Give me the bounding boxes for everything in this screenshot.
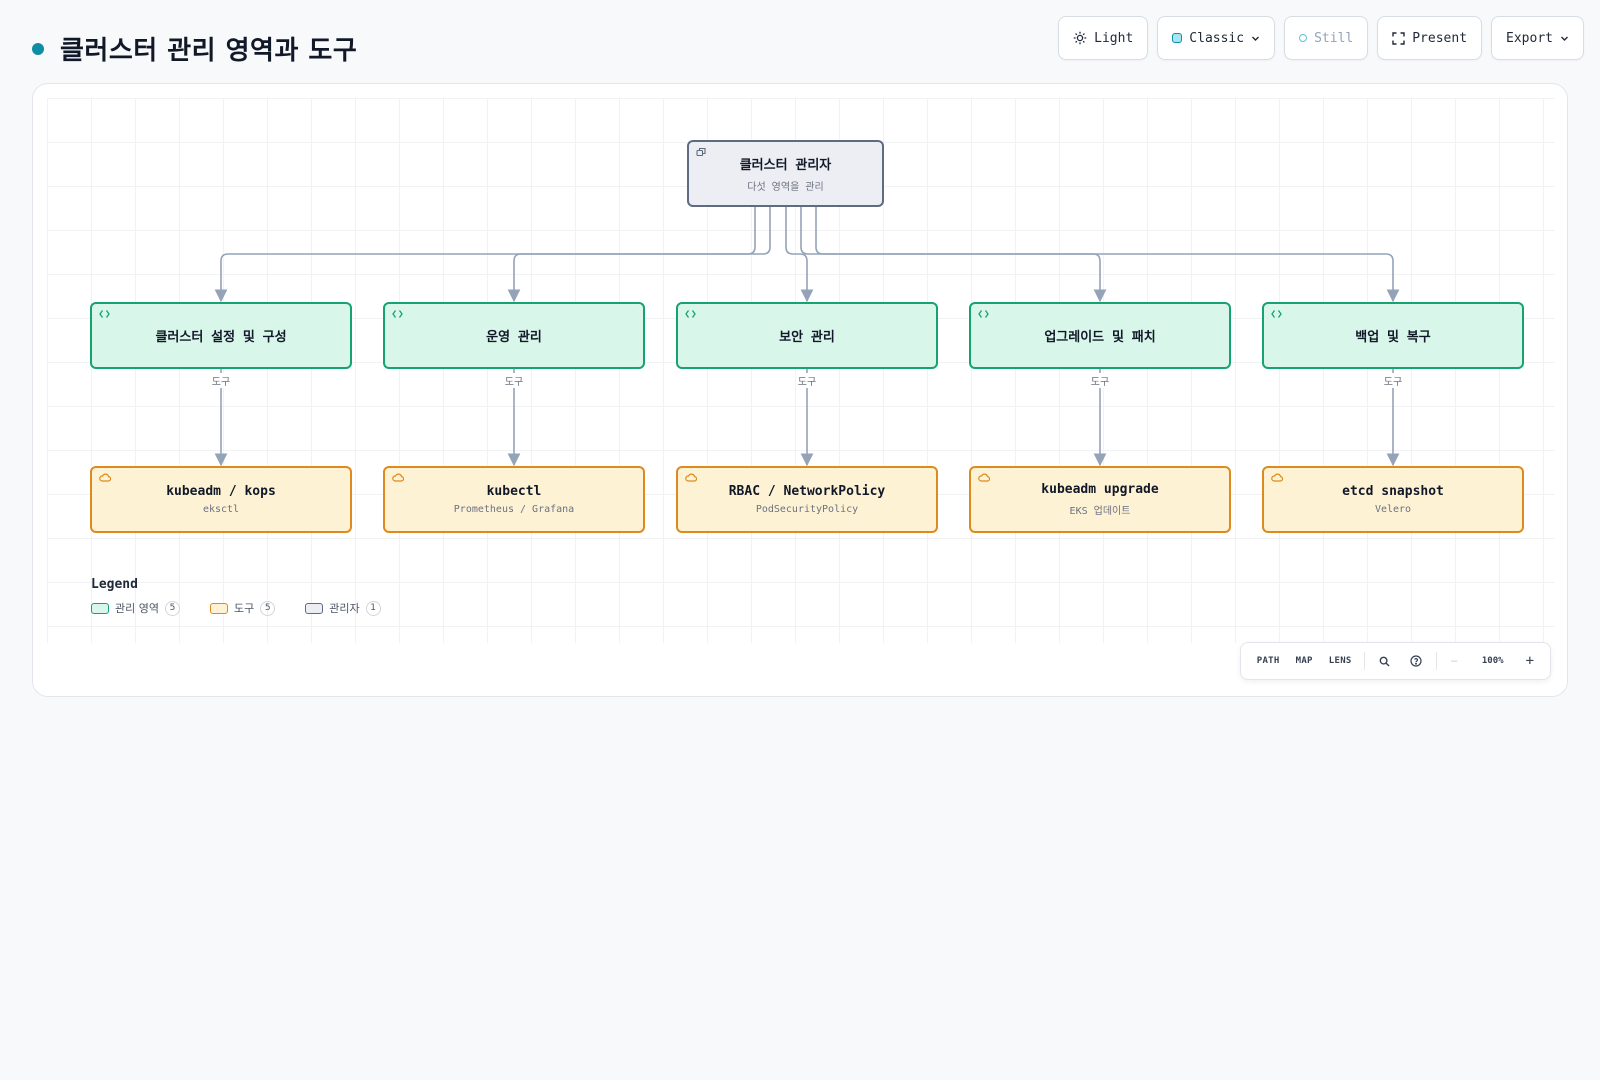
node-label: 클러스터 관리자 (739, 158, 832, 173)
edge-root-domain-3 (785, 207, 814, 303)
node-sublabel: 다섯 영역을 관리 (747, 182, 824, 193)
legend-title: Legend (91, 577, 138, 592)
node-sublabel: PodSecurityPolicy (755, 504, 859, 515)
users-icon (696, 147, 706, 157)
cloud-icon (99, 473, 111, 482)
divider (1363, 652, 1365, 670)
status-dot (32, 42, 44, 55)
root-node[interactable]: 클러스터 관리자 다섯 영역을 관리 (687, 140, 884, 207)
domain-node[interactable]: 보안 관리 (676, 302, 938, 369)
page-title: 클러스터 관리 영역과 도구 (60, 36, 358, 66)
node-sublabel: Prometheus / Grafana (453, 504, 575, 515)
legend: Legend 관리 영역 5 도구 5 관리자 1 (91, 577, 381, 616)
export-dropdown[interactable]: Export (1491, 16, 1584, 60)
domain-node[interactable]: 클러스터 설정 및 구성 (90, 302, 352, 369)
node-label: etcd snapshot (1342, 484, 1444, 499)
circle-icon (1299, 34, 1308, 42)
node-label: 클러스터 설정 및 구성 (155, 330, 287, 345)
search-icon[interactable] (1369, 656, 1400, 667)
domain-node[interactable]: 운영 관리 (383, 302, 645, 369)
legend-label: 관리 영역 (115, 602, 159, 615)
toolbar: Light Classic Still Present Export (1058, 16, 1584, 60)
code-icon (99, 310, 110, 318)
style-dropdown[interactable]: Classic (1157, 16, 1276, 60)
tool-node[interactable]: etcd snapshot Velero (1262, 466, 1524, 533)
node-label: kubeadm / kops (166, 484, 276, 499)
node-label: 보안 관리 (779, 330, 835, 345)
sun-icon (1073, 31, 1087, 45)
chevron-down-icon (1561, 36, 1568, 41)
present-button[interactable]: Present (1377, 16, 1483, 60)
tool-node[interactable]: RBAC / NetworkPolicy PodSecurityPolicy (676, 466, 938, 533)
fullscreen-icon (1392, 31, 1405, 45)
node-label: kubeadm upgrade (1041, 482, 1159, 497)
diagram-canvas[interactable]: 도구 도구 도구 도구 도구 클러스터 관리자 다섯 영역을 관리 클러스터 설… (32, 83, 1568, 697)
export-label: Export (1506, 30, 1553, 46)
code-icon (685, 310, 696, 318)
cloud-icon (1271, 473, 1283, 482)
map-button[interactable]: MAP (1295, 656, 1313, 666)
edge-label: 도구 (1381, 373, 1405, 388)
help-icon[interactable] (1400, 655, 1432, 667)
legend-label: 도구 (233, 602, 255, 615)
zoom-out-button[interactable]: − (1450, 654, 1458, 668)
style-label: Classic (1189, 30, 1245, 46)
path-button[interactable]: PATH (1256, 656, 1280, 666)
zoom-toolbar: PATH MAP LENS − 100% + (1239, 642, 1551, 680)
legend-count: 5 (260, 600, 276, 616)
node-label: 백업 및 복구 (1355, 330, 1431, 345)
edge-label: 도구 (795, 373, 819, 388)
legend-swatch (209, 602, 228, 614)
present-label: Present (1412, 30, 1468, 46)
legend-label: 관리자 (329, 602, 360, 615)
tool-node[interactable]: kubectl Prometheus / Grafana (383, 466, 645, 533)
legend-item-manager[interactable]: 관리자 1 (305, 600, 381, 616)
node-sublabel: eksctl (202, 504, 240, 515)
legend-count: 5 (164, 600, 180, 616)
style-swatch-icon (1172, 33, 1183, 43)
lens-button[interactable]: LENS (1328, 656, 1352, 666)
zoom-in-button[interactable]: + (1525, 653, 1534, 669)
legend-swatch (305, 602, 324, 614)
node-sublabel: EKS 업데이트 (1069, 506, 1131, 517)
theme-button[interactable]: Light (1058, 16, 1149, 60)
edge-label: 도구 (209, 373, 233, 388)
domain-node[interactable]: 업그레이드 및 패치 (969, 302, 1231, 369)
code-icon (978, 310, 989, 318)
motion-button[interactable]: Still (1284, 16, 1369, 60)
chevron-down-icon (1252, 36, 1260, 41)
edge-root-domain-1 (214, 207, 756, 303)
page-header: 클러스터 관리 영역과 도구 (32, 30, 357, 67)
node-label: kubectl (486, 484, 542, 499)
node-sublabel: Velero (1374, 504, 1412, 515)
tool-node[interactable]: kubeadm upgrade EKS 업데이트 (969, 466, 1231, 533)
legend-count: 1 (365, 600, 381, 616)
zoom-level: 100% (1481, 656, 1504, 666)
node-label: 운영 관리 (486, 330, 542, 345)
code-icon (1271, 310, 1282, 318)
divider (1435, 652, 1437, 670)
legend-item-tool[interactable]: 도구 5 (209, 600, 276, 616)
edge-root-domain-5 (815, 207, 1400, 303)
cloud-icon (685, 473, 697, 482)
motion-label: Still (1314, 30, 1354, 46)
theme-label: Light (1094, 30, 1134, 46)
legend-swatch (91, 602, 109, 614)
node-label: 업그레이드 및 패치 (1044, 330, 1156, 345)
edge-label: 도구 (1088, 373, 1112, 388)
node-label: RBAC / NetworkPolicy (728, 484, 886, 499)
legend-item-domain[interactable]: 관리 영역 5 (91, 600, 180, 616)
edge-root-domain-2 (507, 207, 771, 303)
tool-node[interactable]: kubeadm / kops eksctl (90, 466, 352, 533)
code-icon (392, 310, 403, 318)
cloud-icon (392, 473, 404, 482)
edge-label: 도구 (502, 373, 526, 388)
cloud-icon (978, 473, 990, 482)
domain-node[interactable]: 백업 및 복구 (1262, 302, 1524, 369)
